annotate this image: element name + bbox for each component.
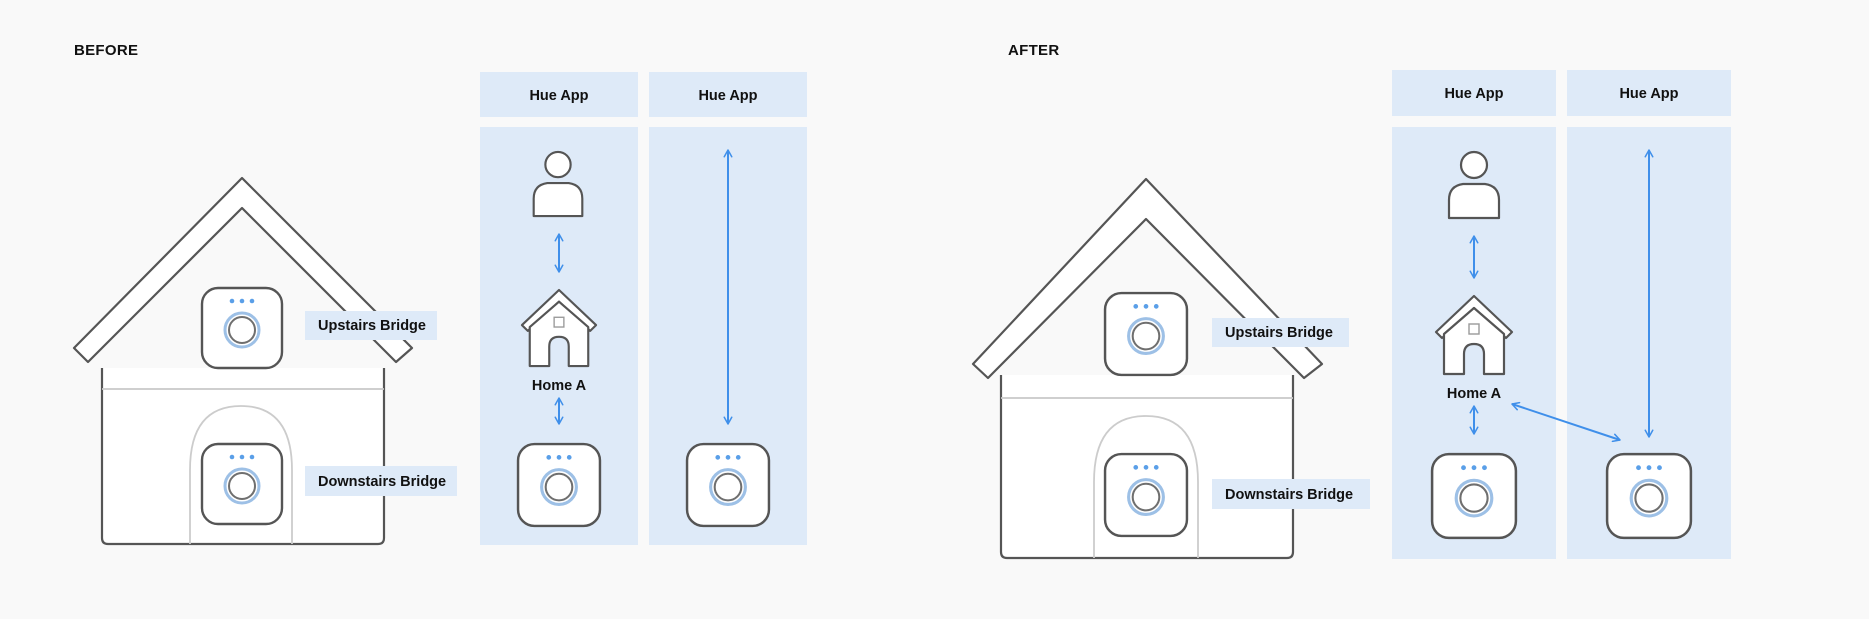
- before-col2-header-label: Hue App: [698, 88, 757, 104]
- before-col2-bridge-icon: [685, 442, 771, 528]
- after-col2-bridge-icon: [1605, 452, 1693, 540]
- before-title: BEFORE: [74, 42, 139, 59]
- after-col2-header: [1567, 70, 1731, 116]
- before-col1-header: [480, 72, 638, 117]
- after-upstairs-label: Upstairs Bridge: [1225, 325, 1333, 341]
- after-downstairs-tag: [1212, 479, 1370, 509]
- after-upstairs-tag: [1212, 318, 1349, 347]
- after-col1-header-label: Hue App: [1444, 86, 1503, 102]
- after-downstairs-bridge-icon: [1103, 452, 1189, 538]
- before-upstairs-tag: [305, 311, 437, 340]
- before-col1-bridge-icon: [516, 442, 602, 528]
- before-downstairs-bridge-icon: [200, 442, 284, 526]
- before-col1-header-label: Hue App: [529, 88, 588, 104]
- after-col2-header-label: Hue App: [1619, 86, 1678, 102]
- after-home-cross-arrow-icon: [1511, 401, 1621, 443]
- after-title: AFTER: [1008, 42, 1060, 59]
- before-upstairs-label: Upstairs Bridge: [318, 318, 426, 334]
- after-downstairs-label: Downstairs Bridge: [1225, 487, 1353, 503]
- after-home-label: Home A: [1447, 386, 1502, 402]
- before-home-label: Home A: [532, 378, 587, 394]
- before-downstairs-label: Downstairs Bridge: [318, 474, 446, 490]
- before-downstairs-tag: [305, 466, 457, 496]
- after-upstairs-bridge-icon: [1103, 291, 1189, 377]
- after-col1-bridge-icon: [1430, 452, 1518, 540]
- before-upstairs-bridge-icon: [200, 286, 284, 370]
- before-col2-header: [649, 72, 807, 117]
- after-col1-header: [1392, 70, 1556, 116]
